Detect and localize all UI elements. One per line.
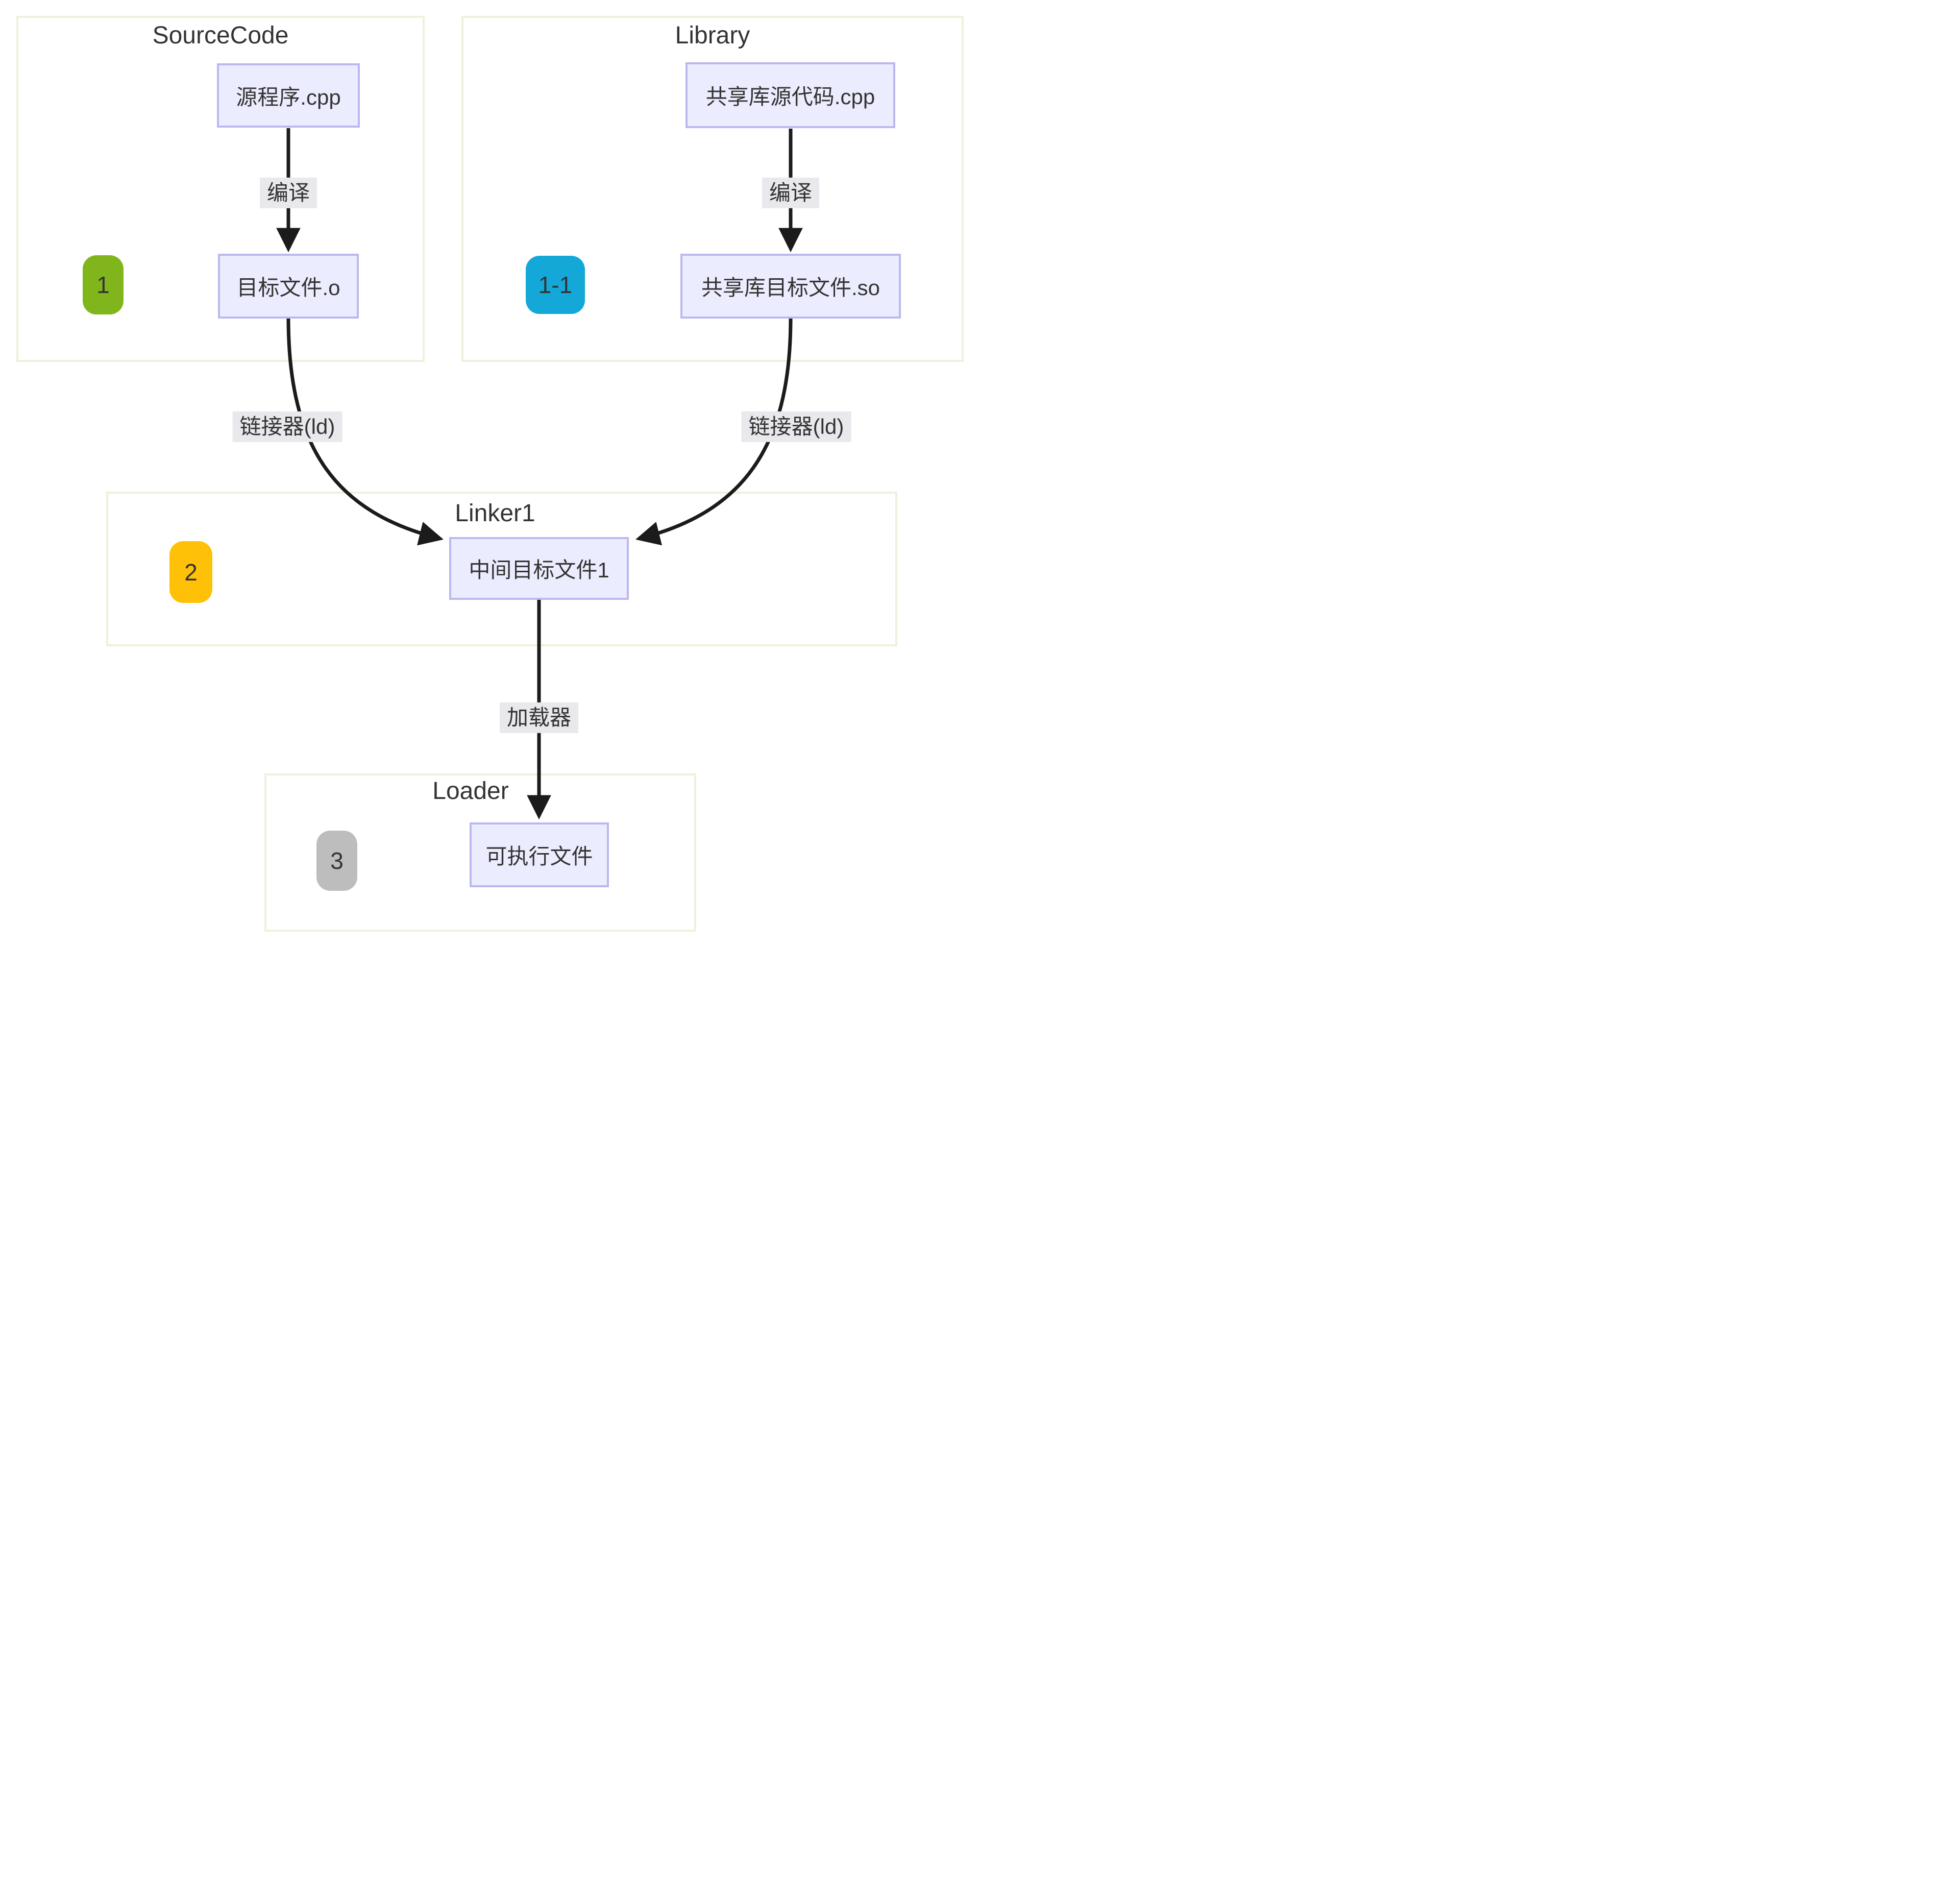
edge-label-loader: 加载器 xyxy=(499,702,579,734)
cluster-title-library: Library xyxy=(675,22,750,49)
badge-1-1: 1-1 xyxy=(526,256,585,314)
badge-2: 2 xyxy=(169,541,212,603)
edge-label-compile-left: 编译 xyxy=(259,177,317,209)
edge-label-linker-ld-right: 链接器(ld) xyxy=(741,411,851,443)
cluster-title-linker1: Linker1 xyxy=(455,500,535,527)
cluster-title-sourcecode: SourceCode xyxy=(152,22,289,49)
edge-label-compile-right: 编译 xyxy=(762,177,820,209)
badge-3: 3 xyxy=(316,831,357,891)
node-source-cpp: 源程序.cpp xyxy=(217,63,360,128)
node-shared-lib-object-so: 共享库目标文件.so xyxy=(680,254,901,319)
edge-label-linker-ld-left: 链接器(ld) xyxy=(232,411,342,443)
node-shared-lib-source-cpp: 共享库源代码.cpp xyxy=(685,62,895,128)
cluster-title-loader: Loader xyxy=(432,778,509,805)
node-executable: 可执行文件 xyxy=(470,822,609,887)
node-object-o: 目标文件.o xyxy=(218,254,359,319)
flowchart-diagram: SourceCode Library Linker1 Loader 源程序.cp… xyxy=(0,0,980,946)
badge-1: 1 xyxy=(83,255,124,314)
node-intermediate-object-1: 中间目标文件1 xyxy=(449,537,629,600)
